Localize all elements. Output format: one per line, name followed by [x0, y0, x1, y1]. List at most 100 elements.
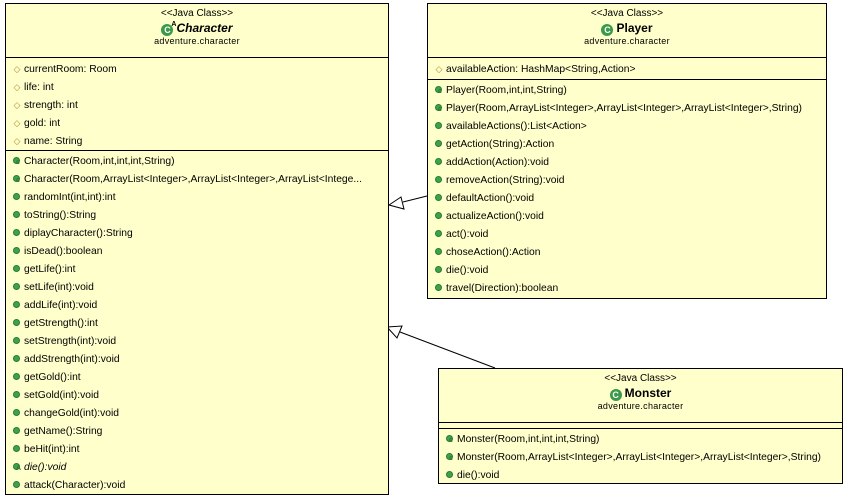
- method-row[interactable]: randomInt(int,int):int: [6, 189, 388, 207]
- method-label: setGold(int):void: [24, 390, 99, 401]
- method-row[interactable]: setGold(int):void: [6, 387, 388, 405]
- field-label: availableAction: HashMap<String,Action>: [446, 64, 636, 75]
- protected-field-icon: ◇: [13, 118, 21, 128]
- public-method-icon: [13, 355, 20, 362]
- field-row[interactable]: ◇life: int: [6, 78, 388, 96]
- public-method-icon: [13, 391, 20, 398]
- method-label: addLife(int):void: [24, 300, 98, 311]
- public-method-icon: [13, 229, 20, 236]
- public-method-icon: [435, 266, 442, 273]
- protected-field-icon: ◇: [13, 136, 21, 146]
- method-row[interactable]: availableActions():List<Action>: [428, 118, 826, 136]
- method-label: attack(Character):void: [24, 480, 126, 491]
- method-row[interactable]: isDead():boolean: [6, 243, 388, 261]
- field-row[interactable]: ◇currentRoom: Room: [6, 60, 388, 78]
- public-method-icon: [13, 265, 20, 272]
- class-name: Character: [176, 21, 233, 35]
- monster-extends-arrowhead: [385, 325, 403, 339]
- public-method-icon: [435, 122, 442, 129]
- constructor-icon: [13, 157, 20, 164]
- player-extends-line: [402, 195, 428, 203]
- fields-section: ◇currentRoom: Room◇life: int◇strength: i…: [6, 58, 388, 151]
- method-row[interactable]: toString():String: [6, 207, 388, 225]
- stereotype-label: <<Java Class>>: [590, 8, 664, 19]
- method-label: Monster(Room,ArrayList<Integer>,ArrayLis…: [457, 452, 821, 463]
- method-row[interactable]: die():void: [439, 467, 842, 485]
- monster-extends-line: [399, 331, 496, 369]
- method-row[interactable]: removeAction(String):void: [428, 172, 826, 190]
- method-row[interactable]: getLife():int: [6, 261, 388, 279]
- public-method-icon: [13, 427, 20, 434]
- stereotype-label: <<Java Class>>: [604, 373, 677, 384]
- constructor-marker-icon: c: [16, 177, 20, 184]
- package-label: adventure.character: [584, 36, 670, 46]
- method-row[interactable]: setStrength(int):void: [6, 333, 388, 351]
- method-row[interactable]: defaultAction():void: [428, 190, 826, 208]
- field-row[interactable]: ◇name: String: [6, 132, 388, 150]
- method-row[interactable]: getGold():int: [6, 369, 388, 387]
- method-row[interactable]: act():void: [428, 226, 826, 244]
- field-label: currentRoom: Room: [24, 64, 117, 75]
- field-row[interactable]: ◇strength: int: [6, 96, 388, 114]
- public-method-icon: [13, 301, 20, 308]
- method-row[interactable]: choseAction():Action: [428, 244, 826, 262]
- field-row[interactable]: ◇availableAction: HashMap<String,Action>: [428, 60, 826, 78]
- method-label: setStrength(int):void: [24, 336, 117, 347]
- constructor-icon: [435, 86, 442, 93]
- public-method-icon: [435, 230, 442, 237]
- method-label: setLife(int):void: [24, 282, 94, 293]
- constructor-marker-icon: c: [449, 455, 453, 462]
- constructor-icon: [446, 435, 453, 442]
- method-label: getLife():int: [24, 264, 76, 275]
- method-row[interactable]: getStrength():int: [6, 315, 388, 333]
- method-label: die():void: [24, 462, 67, 473]
- constructor-row[interactable]: c Monster(Room,ArrayList<Integer>,ArrayLi…: [439, 449, 842, 467]
- method-label: toString():String: [24, 210, 97, 221]
- method-label: die():void: [457, 470, 500, 481]
- method-row[interactable]: addLife(int):void: [6, 297, 388, 315]
- method-label: isDead():boolean: [24, 246, 103, 257]
- method-label: Character(Room,int,int,int,String): [24, 156, 175, 167]
- method-row[interactable]: addStrength(int):void: [6, 351, 388, 369]
- public-method-icon: [446, 471, 453, 478]
- public-method-icon: [435, 194, 442, 201]
- player-extends-arrowhead: [387, 196, 405, 210]
- public-method-icon: [435, 140, 442, 147]
- method-row[interactable]: getName():String: [6, 423, 388, 441]
- public-method-icon: [13, 319, 20, 326]
- method-row[interactable]: diplayCharacter():String: [6, 225, 388, 243]
- method-row[interactable]: beHit(int):int: [6, 441, 388, 459]
- field-label: name: String: [24, 136, 83, 147]
- method-row[interactable]: getAction(String):Action: [428, 136, 826, 154]
- method-row[interactable]: changeGold(int):void: [6, 405, 388, 423]
- method-row[interactable]: setLife(int):void: [6, 279, 388, 297]
- constructor-icon: [13, 175, 20, 182]
- method-row[interactable]: travel(Direction):boolean: [428, 280, 826, 298]
- method-label: availableActions():List<Action>: [446, 121, 587, 132]
- field-row[interactable]: ◇gold: int: [6, 114, 388, 132]
- method-row[interactable]: attack(Character):void: [6, 477, 388, 495]
- class-icon: C: [609, 389, 622, 401]
- public-method-icon: [13, 373, 20, 380]
- method-label: act():void: [446, 229, 489, 240]
- field-label: gold: int: [24, 118, 61, 129]
- method-label: beHit(int):int: [24, 444, 80, 455]
- method-row[interactable]: addAction(Action):void: [428, 154, 826, 172]
- public-method-icon: [435, 158, 442, 165]
- package-label: adventure.character: [154, 36, 240, 46]
- method-row[interactable]: die():void: [428, 262, 826, 280]
- method-label: changeGold(int):void: [24, 408, 120, 419]
- method-row[interactable]: actualizeAction():void: [428, 208, 826, 226]
